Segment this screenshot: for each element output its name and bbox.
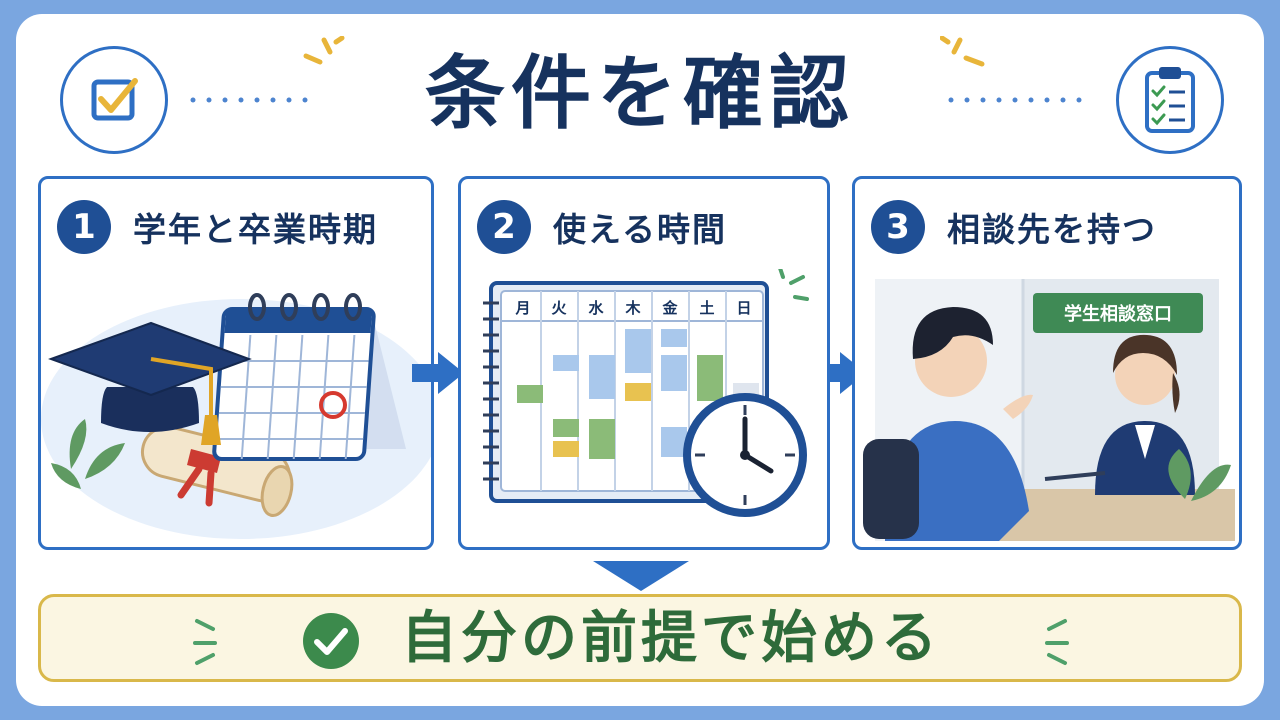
weekday-label: 月 <box>514 299 530 317</box>
dotted-line-right <box>948 97 1082 103</box>
conclusion-banner: 自分の前提で始める <box>38 594 1242 682</box>
arrow-right-icon <box>412 352 464 394</box>
step-title: 学年と卒業時期 <box>133 210 378 249</box>
step-number: 2 <box>477 200 531 254</box>
sparkle-left-icon <box>303 36 345 65</box>
clipboard-badge <box>1116 46 1224 154</box>
conclusion-text: 自分の前提で始める <box>401 606 941 671</box>
step-header: 1 学年と卒業時期 <box>57 199 378 255</box>
student-person-icon <box>863 307 1033 541</box>
clock-icon <box>683 393 807 517</box>
step-number: 1 <box>57 200 111 254</box>
weekday-label: 金 <box>661 299 678 317</box>
step-card-time: 2 使える時間 月 火 水 木 金 土 日 <box>458 176 830 550</box>
sparkle-left-icon <box>193 619 217 665</box>
consultation-illustration: 学生相談窓口 <box>863 279 1235 541</box>
weekday-label: 土 <box>699 299 714 317</box>
dotted-line-left <box>190 97 308 103</box>
sparkle-right-icon <box>1045 619 1069 665</box>
schedule-blocks <box>517 329 759 459</box>
sparkle-right-icon <box>940 36 985 67</box>
desk-sign <box>1033 293 1203 333</box>
diploma-scroll-icon <box>140 425 294 517</box>
check-circle-icon <box>303 613 359 669</box>
sparkle-icon <box>778 269 809 301</box>
weekday-label: 水 <box>588 299 604 317</box>
checkbox-badge <box>60 46 168 154</box>
checkbox-icon <box>91 78 138 121</box>
graduation-illustration <box>41 293 431 539</box>
page-title: 条件を確認 <box>425 47 855 140</box>
clipboard-icon <box>1145 67 1195 133</box>
step-card-graduation: 1 学年と卒業時期 <box>38 176 434 550</box>
schedule-illustration: 月 火 水 木 金 土 日 <box>483 269 809 517</box>
step-header: 2 使える時間 <box>477 199 727 255</box>
graduation-cap-icon <box>48 321 252 445</box>
step-card-consult: 3 相談先を持つ 学生相談窓口 <box>852 176 1242 550</box>
arrow-down-icon <box>593 561 689 591</box>
weekday-label: 火 <box>551 299 567 317</box>
calendar-icon <box>212 293 406 461</box>
weekday-label: 木 <box>624 299 641 317</box>
leaf-branch-icon <box>51 419 125 489</box>
desk-sign-label: 学生相談窓口 <box>1064 303 1172 325</box>
step-header: 3 相談先を持つ <box>871 199 1157 255</box>
weekday-label: 日 <box>736 299 751 317</box>
step-number: 3 <box>871 200 925 254</box>
step-title: 相談先を持つ <box>947 210 1157 249</box>
step-title: 使える時間 <box>553 210 728 249</box>
plant-icon <box>1168 449 1231 501</box>
